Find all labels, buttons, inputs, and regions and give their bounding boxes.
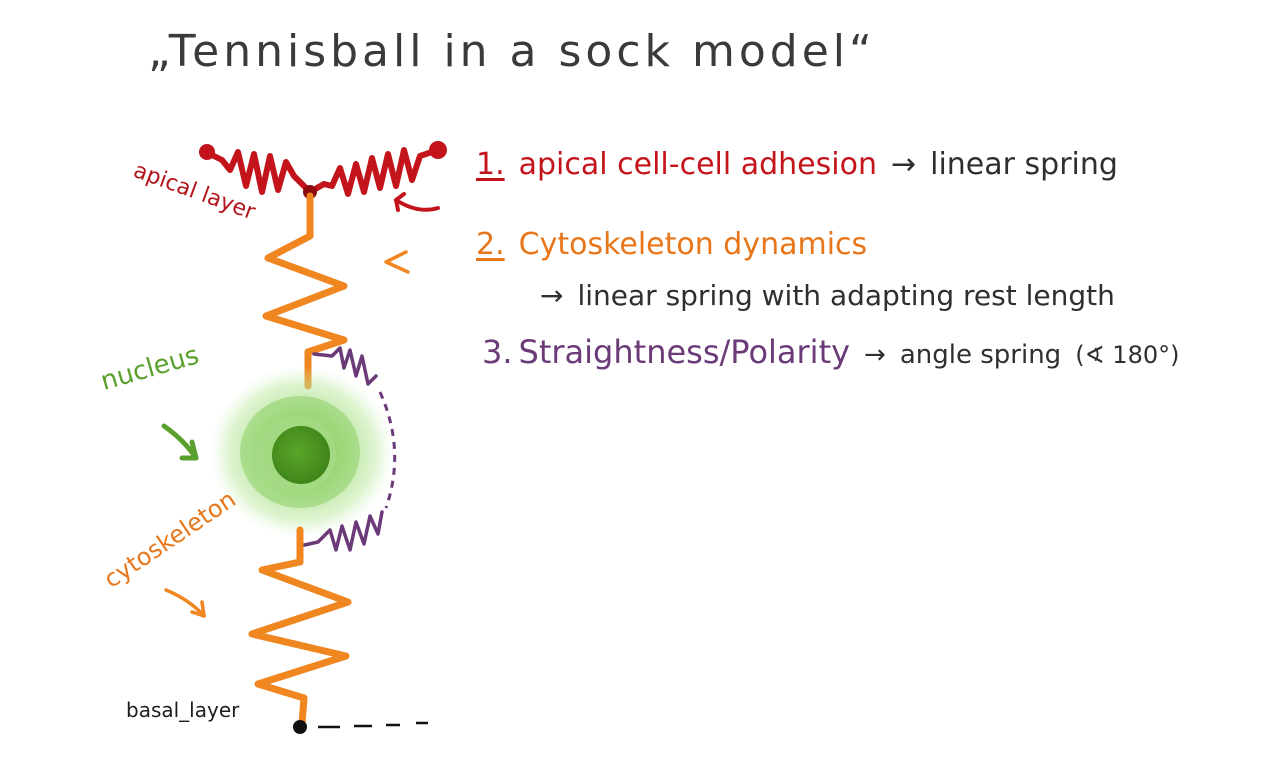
legend-arrow-3: → (864, 340, 886, 370)
legend-number-3: 3. (482, 333, 513, 371)
cytoskeleton-arrow-icon-lower (164, 588, 206, 618)
label-basal-layer: basal_layer (126, 698, 240, 722)
apical-spring-left (203, 149, 313, 195)
legend-item-apical-adhesion: 1. apical cell-cell adhesion → linear sprin… (476, 150, 1118, 180)
legend-item-cytoskeleton-dynamics: 2. Cytoskeleton dynamics (476, 230, 867, 260)
legend-result-3: angle spring (899, 340, 1062, 370)
angle-spring-lower (298, 510, 384, 552)
legend-text-1: apical cell-cell adhesion (518, 147, 877, 182)
legend-item-straightness-polarity: 3.Straightness/Polarity → angle spring (∢ 1… (482, 336, 1179, 368)
legend-text-3: Straightness/Polarity (518, 333, 851, 371)
basal-layer (293, 720, 428, 734)
diagram-title: „Tennisball in a sock model“ (148, 26, 876, 77)
angle-arc (378, 391, 397, 509)
apical-node-center (303, 185, 317, 199)
legend-result-1: linear spring (930, 147, 1118, 182)
legend-number-2: 2. (476, 227, 505, 262)
apical-adhesion-springs (199, 141, 447, 212)
polarity-angle-springs (298, 346, 397, 552)
legend-arrow-1: → (890, 147, 917, 182)
apical-node-left (199, 144, 215, 160)
nucleus-core (272, 426, 330, 484)
legend-text-2: Cytoskeleton dynamics (518, 227, 868, 262)
nucleus (210, 366, 394, 538)
angle-spring-upper (312, 346, 378, 386)
cytoskeleton-spring-lower (164, 526, 352, 728)
legend-item-cytoskeleton-result: → linear spring with adapting rest length (540, 282, 1115, 310)
apical-spring-right (307, 147, 441, 197)
nucleus-arrow-icon (161, 423, 199, 461)
cytoskeleton-spring-upper (262, 192, 410, 390)
apical-node-right (429, 141, 447, 159)
legend-number-1: 1. (476, 147, 505, 182)
cytoskeleton-arrow-icon-upper (384, 250, 410, 274)
legend-arrow-2: → (540, 279, 564, 312)
apical-arrow-icon (394, 198, 440, 212)
legend-result-2: linear spring with adapting rest length (577, 279, 1115, 312)
legend-note-3: (∢ 180°) (1075, 341, 1180, 369)
basal-node (293, 720, 307, 734)
